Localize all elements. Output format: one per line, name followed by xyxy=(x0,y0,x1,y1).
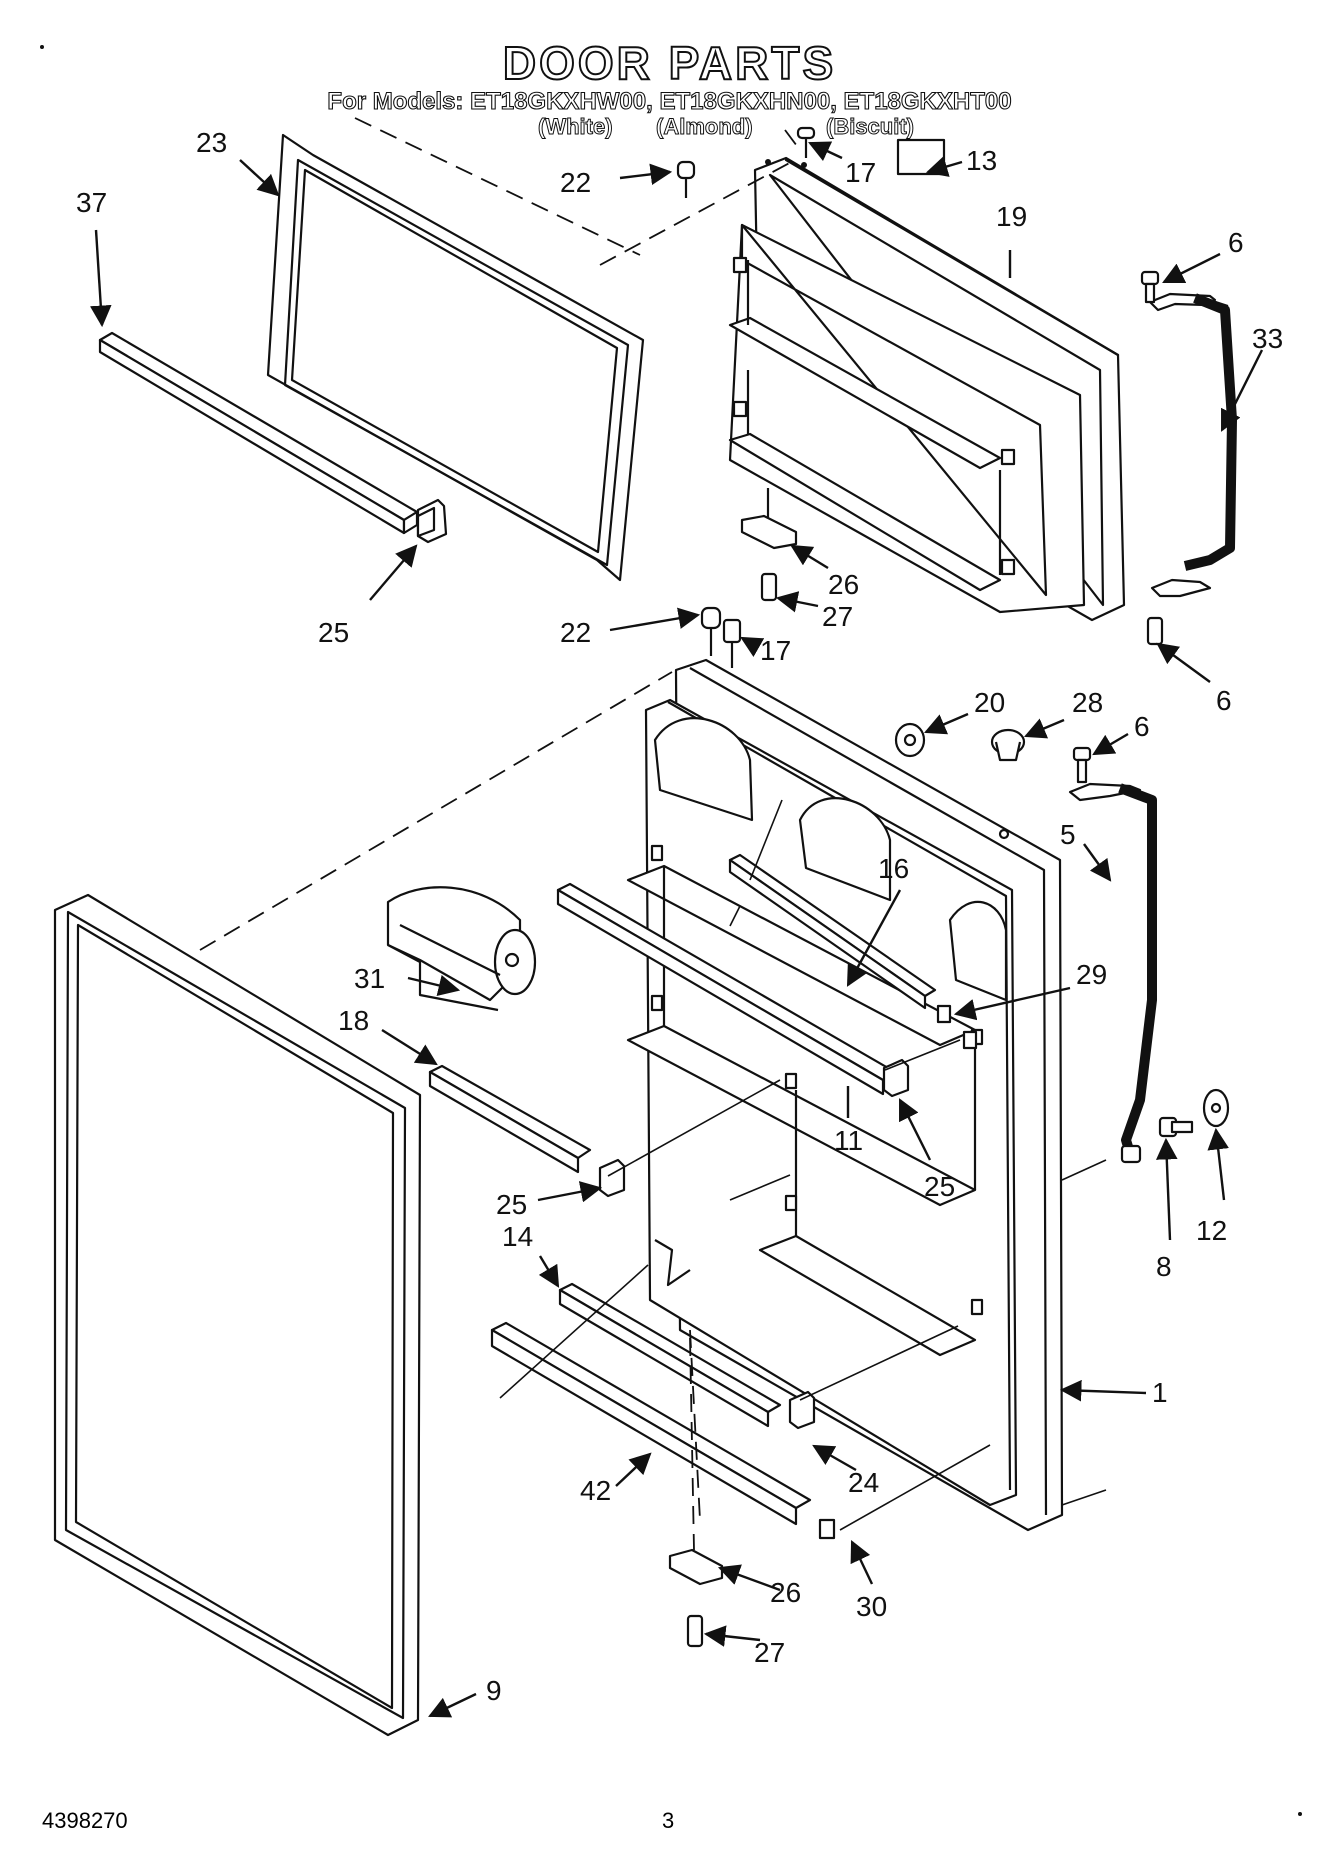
bottom-door-shelf-bar xyxy=(490,1321,812,1526)
callout-25: 25 xyxy=(924,1171,955,1202)
fresh-food-handle-screw-top xyxy=(1072,746,1092,784)
callout-13: 13 xyxy=(966,145,997,176)
freezer-door-stop-screw xyxy=(760,572,778,602)
callout-19: 19 xyxy=(996,201,1027,232)
callout-18: 18 xyxy=(338,1005,369,1036)
color-label-white: (White) xyxy=(538,114,614,140)
document-number: 4398270 xyxy=(42,1808,128,1833)
callout-26: 26 xyxy=(770,1577,801,1608)
callout-27: 27 xyxy=(754,1637,785,1668)
shelf-clip xyxy=(598,1158,626,1198)
page-title: DOOR PARTS xyxy=(502,36,837,90)
shelf-clip xyxy=(788,1390,816,1430)
freezer-handle-screw-top xyxy=(1140,270,1160,304)
callout-26: 26 xyxy=(828,569,859,600)
models-line: For Models: ET18GKXHW00, ET18GKXHN00, ET… xyxy=(327,87,1012,115)
callout-17: 17 xyxy=(845,157,876,188)
freezer-door-gasket xyxy=(266,133,645,582)
lower-door-shelf-bar xyxy=(558,1282,782,1428)
callout-24: 24 xyxy=(848,1467,879,1498)
callout-27: 27 xyxy=(822,601,853,632)
callout-arrows xyxy=(89,141,1264,1718)
freezer-handle-screw-bottom xyxy=(1146,616,1164,646)
freezer-door-handle xyxy=(1148,292,1237,598)
callout-29: 29 xyxy=(1076,959,1107,990)
shelf-end-cap xyxy=(962,1030,978,1050)
fresh-food-door-stop-bracket xyxy=(668,1548,724,1586)
shelf-end-cap xyxy=(818,1518,836,1540)
fresh-food-door-stop-screw xyxy=(686,1614,704,1648)
handle-mounting-screw xyxy=(1158,1116,1194,1138)
callout-6: 6 xyxy=(1134,711,1150,742)
shelf-clip xyxy=(882,1058,910,1098)
callout-16: 16 xyxy=(878,853,909,884)
callout-5: 5 xyxy=(1060,819,1076,850)
callout-25: 25 xyxy=(318,617,349,648)
handle-spacer xyxy=(1202,1088,1230,1128)
callout-33: 33 xyxy=(1252,323,1283,354)
color-label-biscuit: (Biscuit) xyxy=(826,114,915,140)
callout-11: 11 xyxy=(834,1125,863,1156)
freezer-door-stop-bracket xyxy=(740,488,798,550)
callout-42: 42 xyxy=(580,1475,611,1506)
shelf-clip xyxy=(416,498,448,544)
callout-25: 25 xyxy=(496,1189,527,1220)
page-number: 3 xyxy=(662,1808,675,1833)
dairy-door-rail xyxy=(728,853,937,1010)
freezer-door-shelf-bar xyxy=(98,331,419,535)
callout-22: 22 xyxy=(560,617,591,648)
callout-labels: 23 37 22 17 13 19 6 33 25 26 27 22 17 6 … xyxy=(76,127,1283,1706)
freezer-plug xyxy=(676,160,696,198)
callout-6: 6 xyxy=(1216,685,1232,716)
fresh-food-door-gasket xyxy=(53,893,422,1737)
dairy-compartment xyxy=(386,886,537,1012)
callout-14: 14 xyxy=(502,1221,533,1252)
callout-6: 6 xyxy=(1228,227,1244,258)
color-label-almond: (Almond) xyxy=(656,114,754,140)
callout-1: 1 xyxy=(1152,1377,1168,1408)
freezer-door xyxy=(728,156,1126,622)
shelf-end-cap xyxy=(936,1004,952,1024)
callout-9: 9 xyxy=(486,1675,502,1706)
callout-28: 28 xyxy=(1072,687,1103,718)
upper-door-shelf-bar xyxy=(556,882,897,1096)
fresh-food-door-handle xyxy=(1068,782,1157,1164)
callout-20: 20 xyxy=(974,687,1005,718)
callout-31: 31 xyxy=(354,963,385,994)
callout-12: 12 xyxy=(1196,1215,1227,1246)
freezer-screw xyxy=(796,126,816,158)
callout-23: 23 xyxy=(196,127,227,158)
middle-shelf-bar xyxy=(428,1064,592,1174)
callout-22: 22 xyxy=(560,167,591,198)
hinge-hole-plug xyxy=(990,728,1026,762)
callout-37: 37 xyxy=(76,187,107,218)
door-cam xyxy=(894,722,926,758)
fresh-food-plug xyxy=(700,606,722,656)
callout-8: 8 xyxy=(1156,1251,1172,1282)
callout-17: 17 xyxy=(760,635,791,666)
callout-30: 30 xyxy=(856,1591,887,1622)
fresh-food-screw xyxy=(722,618,742,668)
